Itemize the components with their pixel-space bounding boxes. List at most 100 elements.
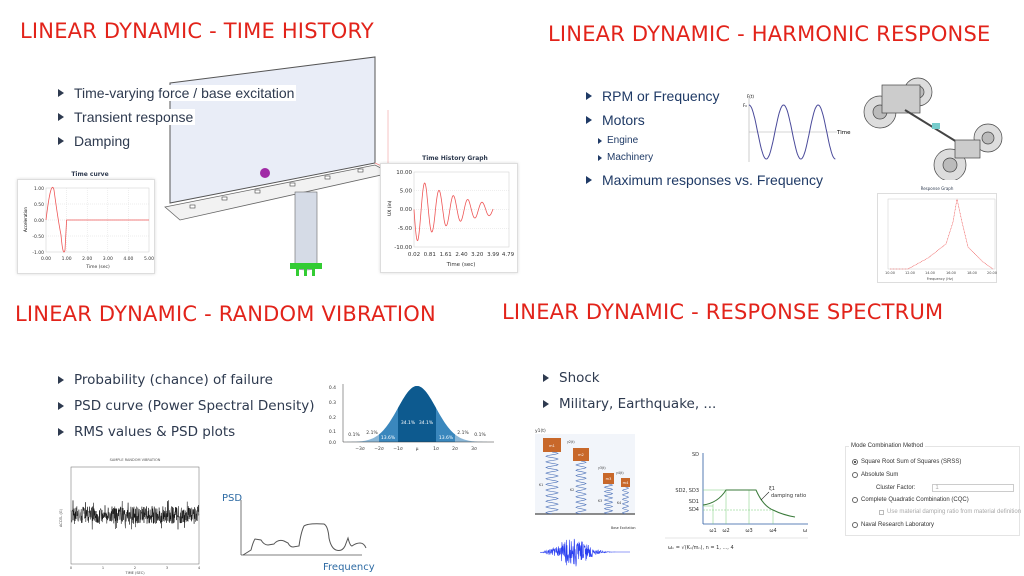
material-damping-checkbox[interactable]: Use material damping ratio from material… (879, 509, 1021, 515)
cluster-factor-input[interactable]: 1 (932, 484, 1015, 492)
title-random-vibration: LINEAR DYNAMIC - RANDOM VIBRATION (15, 302, 436, 326)
title-response-spectrum: LINEAR DYNAMIC - RESPONSE SPECTRUM (502, 300, 944, 324)
random-bullets: Probability (chance) of failure PSD curv… (58, 367, 315, 445)
bullet-arrow-icon (58, 428, 64, 436)
x-tick: 2.00 (82, 256, 92, 262)
x-tick: 2σ (452, 446, 458, 452)
option-absolute-sum[interactable]: Absolute Sum (852, 472, 898, 478)
dialog-legend: Mode Combination Method (849, 443, 926, 449)
bullet: PSD curve (Power Spectral Density) (58, 393, 315, 419)
y-tick: 5.00 (400, 189, 413, 195)
bullet-text: Probability (chance) of failure (74, 372, 273, 388)
bullet-arrow-icon (58, 137, 64, 145)
car-drivetrain-image (863, 77, 1003, 180)
chart-title: SAMPLE RANDOM VIBRATION (110, 458, 161, 462)
sine-force-plot: F(t) F₀ Time (743, 94, 851, 162)
y-tick: 0.1 (329, 429, 336, 435)
bullet-arrow-icon (586, 116, 592, 124)
bullet-text: Machinery (607, 152, 654, 163)
mode-combination-dialog: Mode Combination Method Square Root Sum … (845, 443, 1021, 536)
pct-label: 34.1% (401, 420, 416, 426)
x-tick: 12.00 (905, 271, 915, 275)
base-excitation-label: Base Excitation (611, 526, 636, 530)
x-tick: 1σ (433, 446, 439, 452)
bullet-text: RPM or Frequency (602, 88, 720, 104)
x-label: Time (sec) (85, 264, 110, 270)
x-tick: 4 (198, 566, 201, 570)
y-tick: 0.4 (329, 385, 336, 391)
spring-label: K4 (617, 501, 621, 505)
bullet-arrow-icon (58, 402, 64, 410)
title-time-history: LINEAR DYNAMIC - TIME HISTORY (20, 19, 374, 43)
x-tick: ω2 (722, 528, 729, 534)
psd-x-label: Frequency (323, 562, 375, 573)
x-tick: −2σ (374, 446, 384, 452)
y-tick: -10.00 (394, 245, 412, 251)
y-tick: 1.00 (34, 186, 44, 192)
level-label: SD1 (689, 499, 699, 505)
radio-icon[interactable] (852, 497, 858, 503)
x-tick: ω1 (709, 528, 716, 534)
level-label: SD4 (689, 507, 699, 513)
sine-x-label: Time (836, 130, 851, 136)
radio-selected-icon[interactable] (852, 459, 858, 465)
bullet: RPM or Frequency (586, 84, 823, 108)
mass-label: m1 (549, 444, 555, 448)
bullet-text: Transient response (74, 109, 196, 125)
damping-symbol: ξ1 (769, 486, 775, 492)
y-tick: 0.50 (34, 202, 44, 208)
x-tick: 4.00 (123, 256, 133, 262)
response-graph-svg: 10.00 12.00 14.00 16.00 18.00 20.00 Freq… (885, 198, 997, 281)
x-tick: ω4 (769, 528, 776, 534)
option-srss[interactable]: Square Root Sum of Squares (SRSS) (852, 459, 961, 465)
psd-y-label: PSD (222, 493, 242, 504)
y-label: UX (in) (387, 200, 393, 216)
cluster-factor-row: Cluster Factor: 1 (876, 484, 1015, 492)
x-tick: 0.00 (41, 256, 51, 262)
x-tick: ω3 (745, 528, 752, 534)
response-graph-title: Response Graph (920, 186, 954, 191)
bullet: Damping (58, 129, 296, 153)
mass-label: m2 (578, 453, 584, 457)
y-label: SD (692, 452, 699, 458)
y-label: ACCEL (G) (59, 508, 63, 527)
radio-icon[interactable] (852, 472, 858, 478)
bullet: Maximum responses vs. Frequency (586, 168, 823, 192)
cluster-factor-label: Cluster Factor: (876, 485, 916, 491)
radio-icon[interactable] (852, 522, 858, 528)
checkbox-icon[interactable] (879, 509, 884, 515)
option-nrl[interactable]: Naval Research Laboratory (852, 522, 934, 528)
mass-label: m4 (623, 481, 629, 485)
y-label: Acceleration (23, 207, 28, 232)
bullet-text: Military, Earthquake, ... (559, 396, 717, 412)
time-curve-svg: 1.00 0.50 0.00 -0.50 -1.00 0.00 1.00 2.0… (23, 186, 154, 270)
y-tick: 10.00 (396, 170, 412, 176)
x-label: Frequency (Hz) (927, 277, 954, 281)
fixture-arrows-icon (290, 263, 322, 276)
level-label: SD2, SD3 (675, 488, 699, 494)
bullet-arrow-icon (58, 89, 64, 97)
coupling-highlight (932, 123, 940, 129)
disp-label: y4(t) (616, 471, 624, 475)
pct-label: 2.1% (366, 430, 378, 436)
x-tick: 3.99 (487, 252, 500, 258)
y-tick: -0.50 (32, 234, 44, 240)
x-tick: −1σ (393, 446, 403, 452)
bullet-text: Engine (607, 135, 639, 146)
option-cqc[interactable]: Complete Quadratic Combination (CQC) (852, 497, 969, 503)
bullet: Time-varying force / base excitation (58, 81, 297, 105)
spring-label: K2 (570, 488, 574, 492)
bullet-arrow-icon (543, 374, 549, 382)
sample-random-vibration-plot: SAMPLE RANDOM VIBRATION 0 1 2 3 4 TIME (… (59, 458, 201, 575)
sd-spectrum-chart: SD SD2, SD3 SD1 SD4 ω1 ω2 ω3 ω4 ω ξ1 dam… (665, 452, 808, 551)
psd-curve-plot: PSD Frequency (222, 493, 375, 573)
sine-amp-label: F₀ (743, 103, 747, 108)
pct-label: 34.1% (419, 420, 434, 426)
x-tick: 3.20 (471, 252, 484, 258)
natural-frequency-formula: ωₙ = √(Kₙ/mₙ), n = 1, ..., 4 (668, 545, 734, 551)
response-graph: 10.00 12.00 14.00 16.00 18.00 20.00 Freq… (877, 193, 997, 283)
x-tick: μ (416, 447, 419, 452)
spring-mass-diagram: m1 m2 m3 m4 K1 K2 K3 K4 y1(t) y2(t) y3(t… (535, 428, 636, 567)
bullet-text: Motors (602, 112, 645, 128)
bullet: Motors (586, 108, 823, 132)
